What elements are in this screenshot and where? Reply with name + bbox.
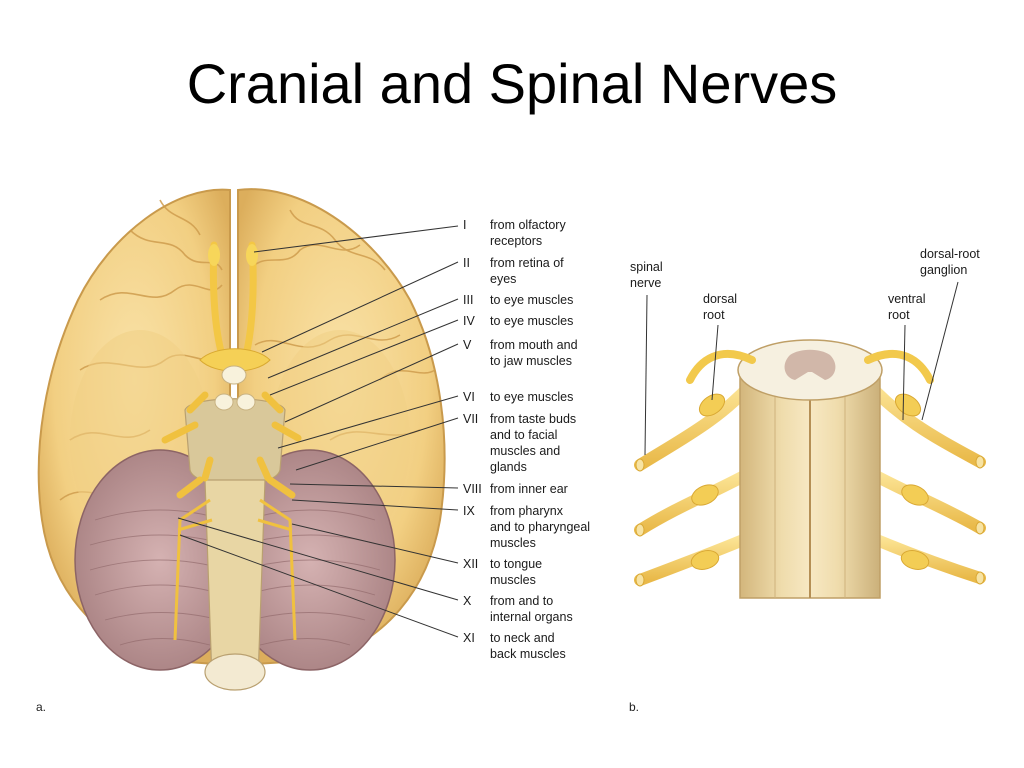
- nerve-numeral-XII: XII: [463, 557, 479, 571]
- nerve-numeral-XI: XI: [463, 631, 475, 645]
- nerve-numeral-II: II: [463, 256, 470, 270]
- nerve-numeral-VII: VII: [463, 412, 479, 426]
- label-dorsal-root: dorsal root: [703, 292, 738, 322]
- nerve-desc-X: from and to internal organs: [490, 594, 573, 624]
- nerve-desc-III: to eye muscles: [490, 293, 574, 307]
- nerve-desc-VII: from taste buds and to facial muscles an…: [490, 412, 577, 474]
- spinal-cord-illustration: [634, 281, 986, 599]
- nerve-desc-I: from olfactory receptors: [490, 218, 566, 248]
- nerve-desc-XII: to tongue muscles: [490, 557, 543, 587]
- nerve-desc-V: from mouth and to jaw muscles: [490, 338, 578, 368]
- nerve-numeral-VI: VI: [463, 390, 475, 404]
- slide-title: Cranial and Spinal Nerves: [186, 52, 838, 115]
- nerve-numeral-IV: IV: [463, 314, 475, 328]
- nerve-desc-XI: to neck and back muscles: [490, 631, 566, 661]
- nerve-numeral-X: X: [463, 594, 472, 608]
- nerve-numeral-III: III: [463, 293, 474, 307]
- nerve-numeral-IX: IX: [463, 504, 475, 518]
- nerve-numeral-VIII: VIII: [463, 482, 482, 496]
- nerve-desc-VI: to eye muscles: [490, 390, 574, 404]
- label-spinal-nerve: spinal nerve: [630, 260, 663, 290]
- nerve-desc-II: from retina of eyes: [490, 256, 564, 286]
- label-dorsal-root-ganglion: dorsal-root ganglion: [920, 247, 980, 277]
- panel-label-a: a.: [36, 700, 47, 714]
- brain-illustration: [37, 188, 459, 691]
- nerve-desc-IX: from pharynx and to pharyngeal muscles: [490, 504, 591, 550]
- label-ventral-root: ventral root: [888, 292, 926, 322]
- nerve-desc-IV: to eye muscles: [490, 314, 574, 328]
- nerve-desc-VIII: from inner ear: [490, 482, 568, 496]
- nerve-numeral-V: V: [463, 338, 472, 352]
- panel-label-b: b.: [629, 700, 640, 714]
- nerve-numeral-I: I: [463, 218, 467, 232]
